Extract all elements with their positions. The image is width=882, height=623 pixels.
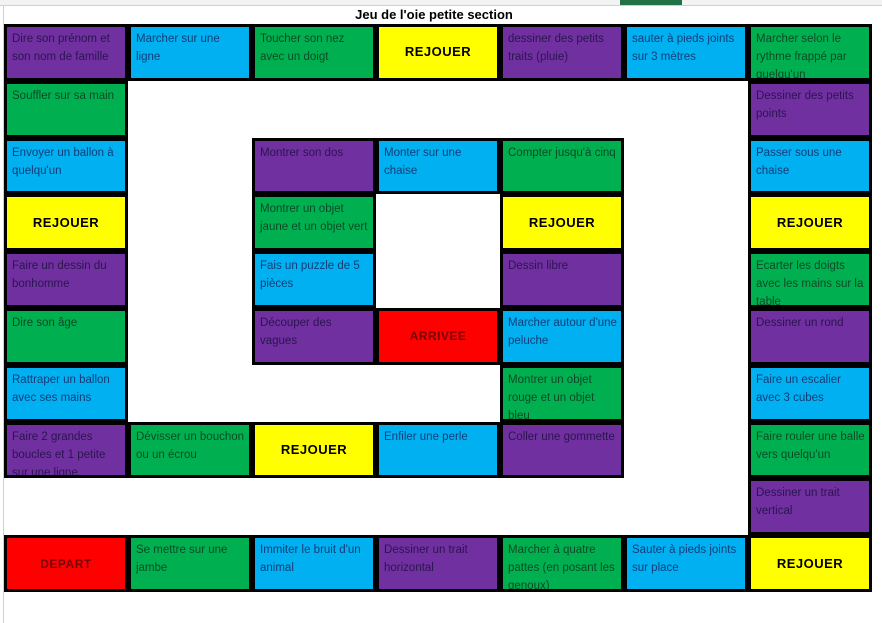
square-label: Envoyer un ballon à quelqu'un [7,140,125,192]
square-label: Dessiner un trait horizontal [379,538,497,589]
board-square-rejouer[interactable]: REJOUER [252,421,376,479]
board-square[interactable]: Rattraper un ballon avec ses mains [4,364,128,422]
board-square[interactable]: Dessiner des petits points [748,80,872,138]
board-square[interactable]: Monter sur une chaise [376,137,500,195]
board-square[interactable]: Faire 2 grandes boucles et 1 petite sur … [4,421,128,479]
column-header-bar [0,0,882,6]
square-label: Immiter le bruit d'un animal [255,538,373,589]
square-label: REJOUER [379,27,497,78]
square-label: Faire un escalier avec 3 cubes [751,367,869,419]
board-square[interactable]: Faire rouler une balle vers quelqu'un [748,421,872,479]
square-label: Marcher sur une ligne [131,27,249,78]
square-label: Dessiner un rond [751,310,869,362]
square-label: Toucher son nez avec un doigt [255,27,373,78]
square-label: REJOUER [7,197,125,249]
square-label: sauter à pieds joints sur 3 mètres [627,27,745,78]
square-label: Dévisser un bouchon ou un écrou [131,424,249,476]
board-square-rejouer[interactable]: REJOUER [4,194,128,252]
square-label: Coller une gommette [503,424,621,476]
square-label: Découper des vagues [255,310,373,362]
gridline [3,5,4,623]
board-square[interactable]: Montrer un objet rouge et un objet bleu [500,364,624,422]
square-label: Montrer un objet rouge et un objet bleu [503,367,621,419]
board-square[interactable]: Enfiler une perle [376,421,500,479]
board-square-rejouer[interactable]: REJOUER [376,24,500,81]
board-square[interactable]: Compter jusqu'à cinq [500,137,624,195]
square-label: REJOUER [751,538,869,589]
square-label: Se mettre sur une jambe [131,538,249,589]
board-square-rejouer[interactable]: REJOUER [748,535,872,592]
board-square-rejouer[interactable]: REJOUER [748,194,872,252]
board-square[interactable]: Marcher à quatre pattes (en posant les g… [500,535,624,592]
square-label: Montrer un objet jaune et un objet vert [255,197,373,249]
square-label: Dessiner un trait vertical [751,481,869,533]
board-square[interactable]: Dessiner un trait vertical [748,478,872,536]
board-square[interactable]: Faire un escalier avec 3 cubes [748,364,872,422]
board-square[interactable]: Dévisser un bouchon ou un écrou [128,421,252,479]
square-label: Monter sur une chaise [379,140,497,192]
square-label: Faire un dessin du bonhomme [7,254,125,305]
board-square[interactable]: Fais un puzzle de 5 pièces [252,251,376,308]
board-square[interactable]: Marcher autour d'une peluche [500,307,624,365]
square-label: Marcher autour d'une peluche [503,310,621,362]
square-label: REJOUER [751,197,869,249]
square-label: Marcher à quatre pattes (en posant les g… [503,538,621,589]
page-title: Jeu de l'oie petite section [355,7,513,22]
board-square[interactable]: Immiter le bruit d'un animal [252,535,376,592]
square-label: Fais un puzzle de 5 pièces [255,254,373,305]
board-square[interactable]: Dire son prénom et son nom de famille [4,24,128,81]
board-square[interactable]: Montrer un objet jaune et un objet vert [252,194,376,252]
square-label: DEPART [7,538,125,589]
square-label: REJOUER [255,424,373,476]
board-square[interactable]: Découper des vagues [252,307,376,365]
square-label: Enfiler une perle [379,424,497,476]
square-label: Montrer son dos [255,140,373,192]
board-square-arrivee[interactable]: ARRIVEE [376,307,500,365]
board-square[interactable]: Souffler sur sa main [4,80,128,138]
square-label: Marcher selon le rythme frappé par quelq… [751,27,869,78]
board-square[interactable]: Sauter à pieds joints sur place [624,535,748,592]
square-label: Sauter à pieds joints sur place [627,538,745,589]
board-square[interactable]: Montrer son dos [252,137,376,195]
square-label: Faire rouler une balle vers quelqu'un [751,424,869,476]
board-square[interactable]: dessiner des petits traits (pluie) [500,24,624,81]
board-square-rejouer[interactable]: REJOUER [500,194,624,252]
square-label: dessiner des petits traits (pluie) [503,27,621,78]
square-label: Dire son âge [7,310,125,362]
square-label: Souffler sur sa main [7,83,125,135]
board-square[interactable]: Marcher sur une ligne [128,24,252,81]
board-square[interactable]: Se mettre sur une jambe [128,535,252,592]
board-square[interactable]: Dessiner un trait horizontal [376,535,500,592]
square-label: Ecarter les doigts avec les mains sur la… [751,254,869,305]
square-label: Faire 2 grandes boucles et 1 petite sur … [7,424,125,476]
board-square[interactable]: Coller une gommette [500,421,624,479]
board-square[interactable]: Dessiner un rond [748,307,872,365]
board-square[interactable]: Toucher son nez avec un doigt [252,24,376,81]
board-square[interactable]: Envoyer un ballon à quelqu'un [4,137,128,195]
board-square[interactable]: Dire son âge [4,307,128,365]
square-label: Rattraper un ballon avec ses mains [7,367,125,419]
board-square[interactable]: sauter à pieds joints sur 3 mètres [624,24,748,81]
board-square-depart[interactable]: DEPART [4,535,128,592]
board-square[interactable]: Marcher selon le rythme frappé par quelq… [748,24,872,81]
square-label: Dire son prénom et son nom de famille [7,27,125,78]
square-label: ARRIVEE [379,310,497,362]
board-square[interactable]: Dessin libre [500,251,624,308]
board-square[interactable]: Faire un dessin du bonhomme [4,251,128,308]
board-square[interactable]: Ecarter les doigts avec les mains sur la… [748,251,872,308]
square-label: REJOUER [503,197,621,249]
square-label: Dessiner des petits points [751,83,869,135]
square-label: Passer sous une chaise [751,140,869,192]
selected-column-header[interactable] [620,0,682,5]
square-label: Compter jusqu'à cinq [503,140,621,192]
board-square[interactable]: Passer sous une chaise [748,137,872,195]
square-label: Dessin libre [503,254,621,305]
